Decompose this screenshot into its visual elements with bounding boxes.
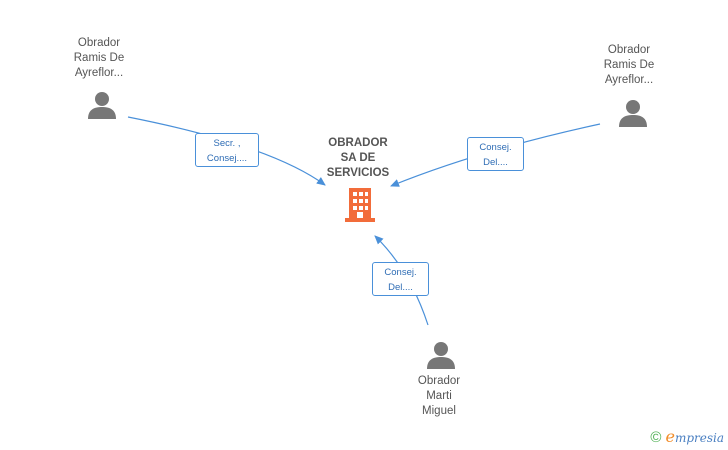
person-name-3[interactable]: Obrador Marti Miguel <box>417 375 461 417</box>
person-icon[interactable] <box>426 340 456 375</box>
role-box-1[interactable]: Secr. , Consej.... <box>195 133 259 167</box>
role-box-3[interactable]: Consej. Del.... <box>372 262 429 296</box>
person-name-1[interactable]: Obrador Ramis De Ayreflor... <box>73 37 125 79</box>
building-icon[interactable] <box>344 187 376 228</box>
copyright-icon: © <box>650 428 662 446</box>
company-name[interactable]: OBRADOR SA DE SERVICIOS <box>326 137 390 179</box>
brand-logo: empresia <box>665 427 724 446</box>
footer-brand: © empresia <box>650 427 724 446</box>
person-icon[interactable] <box>87 90 117 125</box>
person-icon[interactable] <box>618 98 648 133</box>
role-box-2[interactable]: Consej. Del.... <box>467 137 524 171</box>
person-name-2[interactable]: Obrador Ramis De Ayreflor... <box>603 44 655 86</box>
